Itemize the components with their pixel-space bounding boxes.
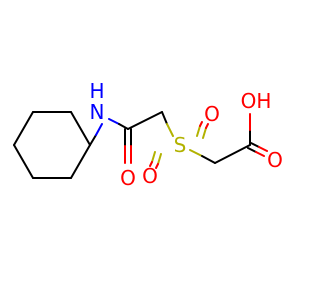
bond-segment	[89, 134, 97, 146]
ring-bond	[13, 111, 34, 146]
ring-bond	[70, 111, 91, 146]
cyclohexane-ring	[13, 111, 91, 179]
amide-nitrogen-hydrogen-label: H	[89, 79, 104, 103]
amide-nitrogen-label: N	[90, 100, 105, 124]
ring-bond	[13, 144, 34, 179]
bond-segment	[161, 111, 168, 125]
bond-segment	[196, 125, 201, 137]
bond-segment	[189, 149, 203, 157]
ring-to-nitrogen-bond	[89, 123, 103, 146]
bond-segment	[157, 153, 162, 165]
bond-segment	[149, 161, 153, 167]
sulfonyl-top-double-bond	[196, 121, 209, 139]
bond-segment	[247, 147, 257, 153]
sulfur-to-methylene-bond	[189, 149, 216, 164]
sulfonyl-top-oxygen-label: O	[204, 102, 220, 126]
bond-segment	[166, 123, 174, 137]
bond-segment	[201, 155, 216, 164]
carboxyl-double-bond	[247, 142, 268, 157]
sulfur-label: S	[174, 133, 187, 157]
carboxyl-hydroxyl-label: OH	[241, 89, 272, 113]
carbonyl-to-methylene-bond	[127, 111, 163, 130]
molecule-svg: N H O S O	[13, 79, 283, 190]
bond-segment	[95, 123, 103, 136]
bond-segment	[250, 142, 260, 148]
sulfonyl-bottom-double-bond	[149, 151, 162, 169]
bond-segment	[202, 127, 207, 139]
bond-segment	[258, 146, 268, 152]
bond-segment	[205, 123, 209, 129]
methylene-to-sulfur-bond	[161, 111, 174, 137]
methylene-to-carboxyl-bond	[214, 144, 251, 164]
bond-segment	[199, 121, 203, 127]
amide-oxygen-label: O	[120, 166, 136, 190]
molecule-structure-diagram: N H O S O	[13, 79, 283, 190]
nitrogen-to-carbonyl-bond	[108, 118, 129, 130]
carboxyl-oxygen-label: O	[267, 148, 283, 172]
carbonyl-double-bond	[124, 128, 132, 164]
bond-segment	[151, 151, 156, 163]
bond-segment	[118, 123, 129, 130]
bond-segment	[255, 151, 265, 157]
sulfonyl-bottom-oxygen-label: O	[142, 164, 158, 188]
ring-bond	[70, 144, 91, 179]
bond-segment	[108, 118, 120, 125]
bond-segment	[155, 163, 159, 169]
